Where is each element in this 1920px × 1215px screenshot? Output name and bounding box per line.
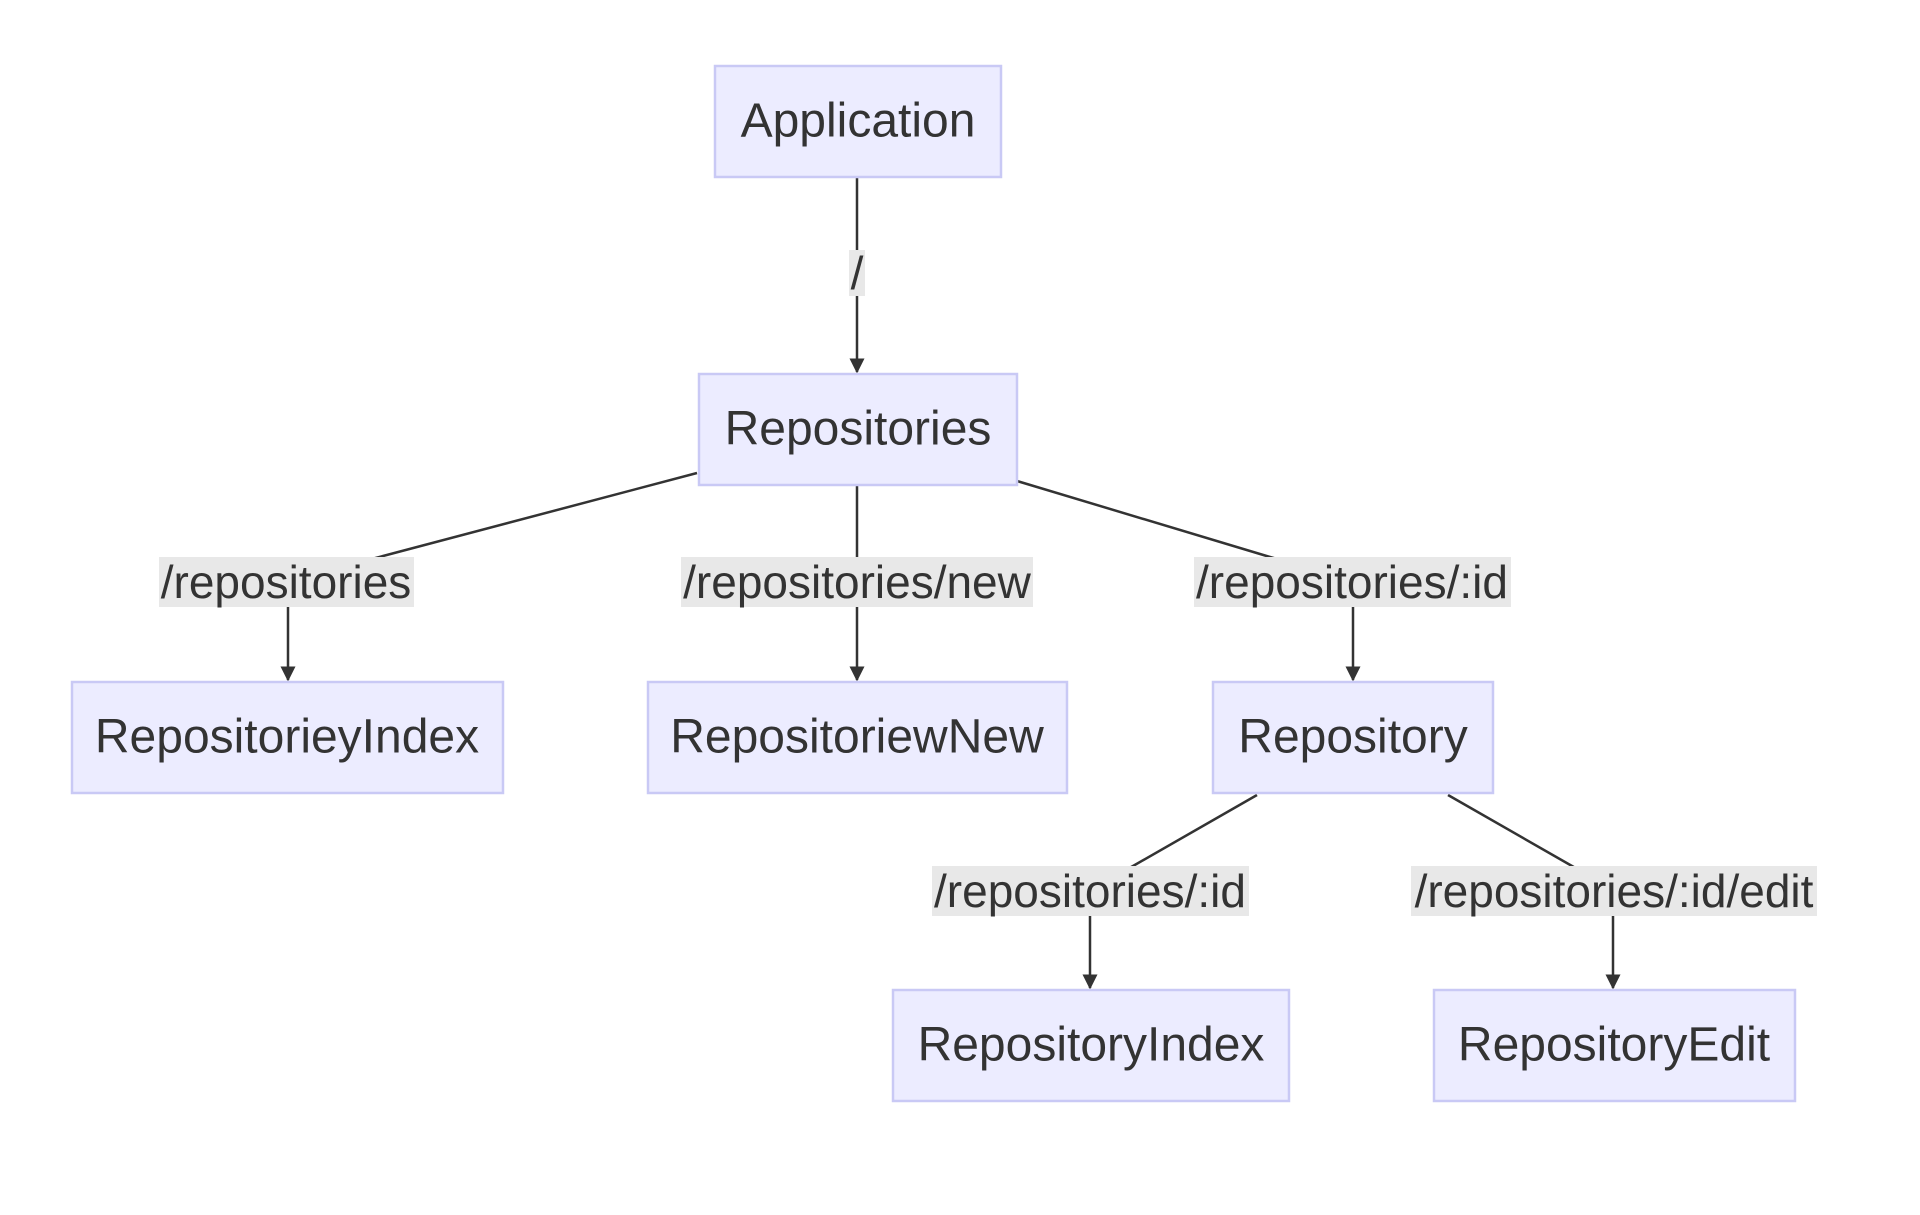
node-repositoriewnew[interactable]: RepositoriewNew	[646, 680, 1069, 795]
edge-label-repositories-id: /repositories/:id	[1194, 556, 1511, 608]
edge-label-repository-id: /repositories/:id	[932, 865, 1249, 917]
edge-label-repository-id-text: /repositories/:id	[934, 865, 1246, 917]
node-repository[interactable]: Repository	[1211, 680, 1495, 795]
node-repositoryedit[interactable]: RepositoryEdit	[1432, 988, 1797, 1103]
edge-label-repositories-new: /repositories/new	[681, 556, 1033, 608]
nodes: Application Repositories RepositorieyInd…	[70, 64, 1797, 1103]
node-repositorieyindex[interactable]: RepositorieyIndex	[70, 680, 505, 795]
edge-label-repositories: /repositories	[159, 556, 414, 608]
edge-label-root-text: /	[851, 247, 864, 299]
node-repositories-label: Repositories	[725, 403, 992, 456]
node-application-label: Application	[741, 95, 976, 148]
edge-label-repositories-id-text: /repositories/:id	[1196, 556, 1508, 608]
node-repositoryindex-label: RepositoryIndex	[918, 1019, 1265, 1072]
edge-label-repositories-new-text: /repositories/new	[683, 556, 1031, 608]
edge-labels: / /repositories /repositories/new /repos…	[159, 247, 1817, 917]
edge-label-repositories-text: /repositories	[161, 556, 412, 608]
node-repository-label: Repository	[1238, 711, 1467, 764]
node-repositoryindex[interactable]: RepositoryIndex	[891, 988, 1291, 1103]
edge-label-root: /	[849, 247, 865, 299]
edge-label-repository-edit: /repositories/:id/edit	[1411, 865, 1817, 917]
node-repositorieyindex-label: RepositorieyIndex	[95, 711, 479, 764]
edge-label-repository-edit-text: /repositories/:id/edit	[1415, 865, 1814, 917]
node-repositoriewnew-label: RepositoriewNew	[670, 711, 1044, 764]
node-application[interactable]: Application	[713, 64, 1003, 179]
node-repositories[interactable]: Repositories	[697, 372, 1019, 487]
node-repositoryedit-label: RepositoryEdit	[1458, 1019, 1770, 1072]
